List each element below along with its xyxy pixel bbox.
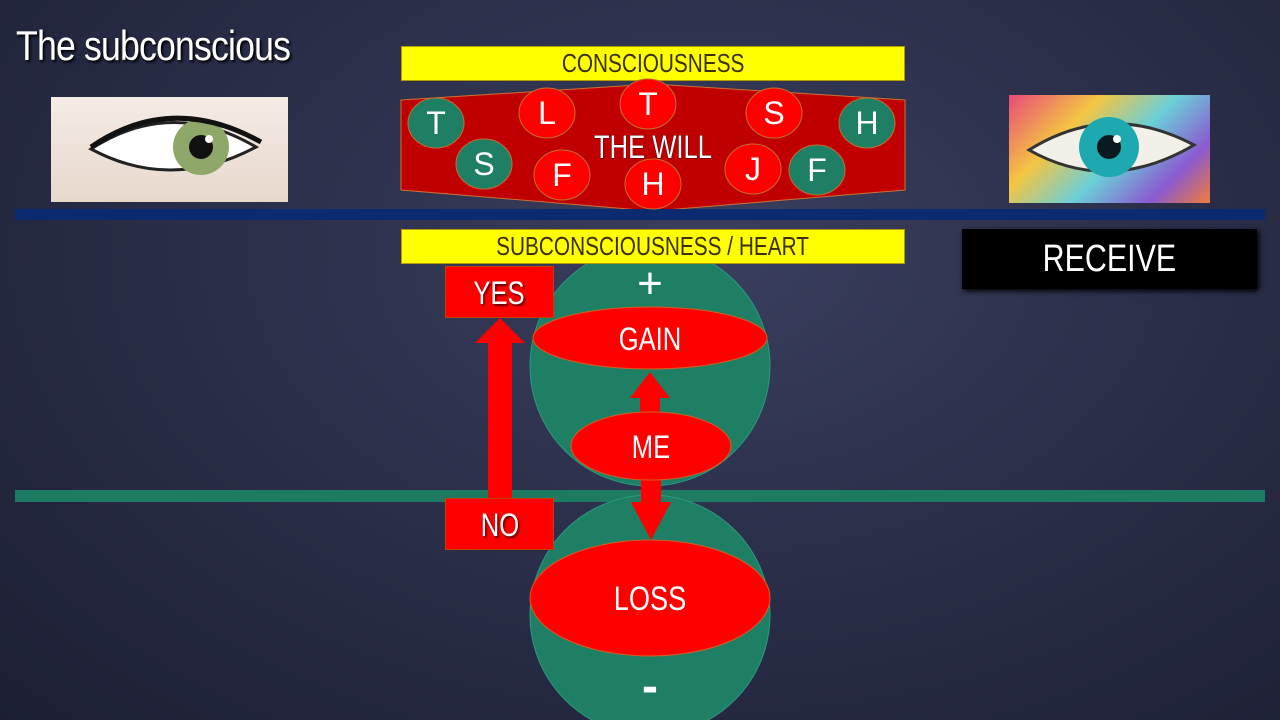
gain-ellipse <box>532 306 768 370</box>
will-circle-letter: H <box>855 105 878 141</box>
will-circle-red <box>533 149 591 201</box>
consciousness-divider-line <box>15 209 1265 220</box>
loss-ellipse <box>529 539 771 657</box>
right-eye-image <box>1009 95 1210 203</box>
receive-box: RECEIVE <box>962 229 1257 289</box>
no-box: NO <box>445 498 554 550</box>
loss-label: LOSS <box>614 579 687 618</box>
will-circle-green <box>788 144 846 196</box>
me-label: ME <box>632 430 670 465</box>
yes-box: YES <box>445 266 554 318</box>
will-circle-letter: J <box>745 151 761 187</box>
slide-title: The subconscious <box>16 22 291 69</box>
gain-label: GAIN <box>619 322 682 357</box>
eye-icon <box>1026 117 1198 177</box>
no-label: NO <box>480 507 519 543</box>
minus-label: - <box>642 660 658 713</box>
will-circle-green <box>455 138 513 190</box>
will-circle-letter: F <box>552 157 572 193</box>
will-circle-red <box>619 78 677 130</box>
me-ellipse <box>570 411 732 481</box>
plus-label: + <box>637 259 663 308</box>
consciousness-bar: CONSCIOUSNESS <box>401 46 905 81</box>
will-circle-red <box>745 87 803 139</box>
will-circle-red <box>518 87 576 139</box>
subconsciousness-label: SUBCONSCIOUSNESS / HEART <box>496 231 810 261</box>
will-circle-letter: F <box>807 152 827 188</box>
will-circle-red <box>724 143 782 195</box>
me-to-gain-arrow <box>630 372 670 415</box>
consciousness-label: CONSCIOUSNESS <box>561 48 745 78</box>
will-circle-red <box>624 158 682 210</box>
will-circle-letter: T <box>638 86 658 122</box>
left-eye-image <box>51 97 288 202</box>
will-circle-letter: H <box>641 166 664 202</box>
will-circle-letter: S <box>763 95 784 131</box>
receive-label: RECEIVE <box>1042 238 1177 280</box>
yes-label: YES <box>473 275 526 311</box>
will-circle-letter: S <box>473 146 494 182</box>
will-circle-green <box>407 97 465 149</box>
will-label: THE WILL <box>594 130 712 165</box>
will-circle-letter: L <box>538 95 556 131</box>
will-circle-letter: T <box>426 105 446 141</box>
subconsciousness-bar: SUBCONSCIOUSNESS / HEART <box>401 229 905 264</box>
eye-icon <box>88 115 263 175</box>
will-circle-green <box>838 97 896 149</box>
no-to-yes-arrow <box>475 318 525 500</box>
